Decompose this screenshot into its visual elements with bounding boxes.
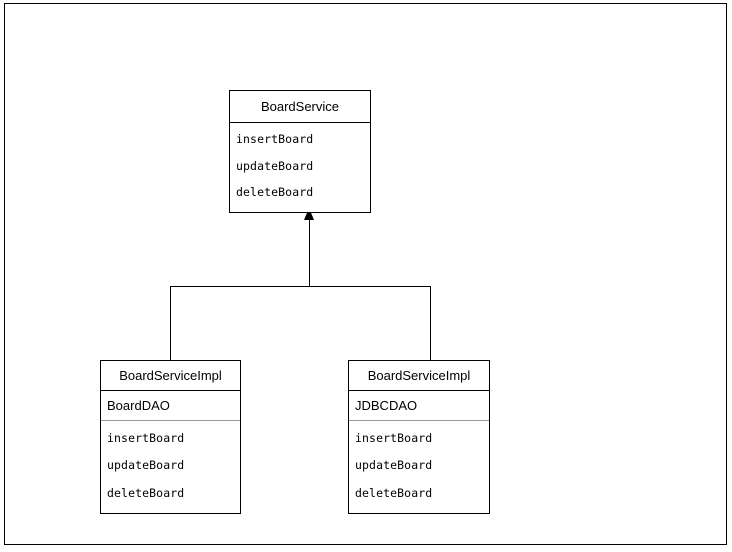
attributes-compartment-boardserviceimpl-jdbcdao: JDBCDAO: [349, 391, 489, 421]
generalization-drop-right: [430, 286, 431, 360]
operation-item: insertBoard: [236, 132, 314, 147]
class-name-boardserviceimpl-boarddao: BoardServiceImpl: [101, 361, 240, 391]
class-box-boardserviceimpl-boarddao[interactable]: BoardServiceImpl BoardDAO insertBoard up…: [100, 360, 241, 514]
operation-item: updateBoard: [107, 458, 185, 473]
operation-item: insertBoard: [107, 430, 185, 445]
class-name-boardservice: BoardService: [230, 91, 370, 123]
generalization-horizontal-rail: [170, 286, 431, 287]
generalization-stem-line: [309, 218, 310, 287]
operation-item: deleteBoard: [236, 185, 314, 200]
operations-compartment-boardserviceimpl-boarddao: insertBoard updateBoard deleteBoard: [101, 421, 240, 513]
class-box-boardserviceimpl-jdbcdao[interactable]: BoardServiceImpl JDBCDAO insertBoard upd…: [348, 360, 490, 514]
operation-item: deleteBoard: [107, 485, 185, 500]
attribute-item: BoardDAO: [107, 398, 170, 413]
operations-compartment-boardserviceimpl-jdbcdao: insertBoard updateBoard deleteBoard: [349, 421, 489, 513]
generalization-arrowhead-icon: [304, 208, 314, 220]
class-name-boardserviceimpl-jdbcdao: BoardServiceImpl: [349, 361, 489, 391]
operation-item: updateBoard: [355, 458, 433, 473]
operation-item: insertBoard: [355, 430, 433, 445]
attributes-compartment-boardserviceimpl-boarddao: BoardDAO: [101, 391, 240, 421]
operation-item: updateBoard: [236, 158, 314, 173]
attribute-item: JDBCDAO: [355, 398, 418, 413]
generalization-drop-left: [170, 286, 171, 360]
operation-item: deleteBoard: [355, 485, 433, 500]
class-box-boardservice[interactable]: BoardService insertBoard updateBoard del…: [229, 90, 371, 213]
operations-compartment-boardservice: insertBoard updateBoard deleteBoard: [230, 123, 370, 212]
